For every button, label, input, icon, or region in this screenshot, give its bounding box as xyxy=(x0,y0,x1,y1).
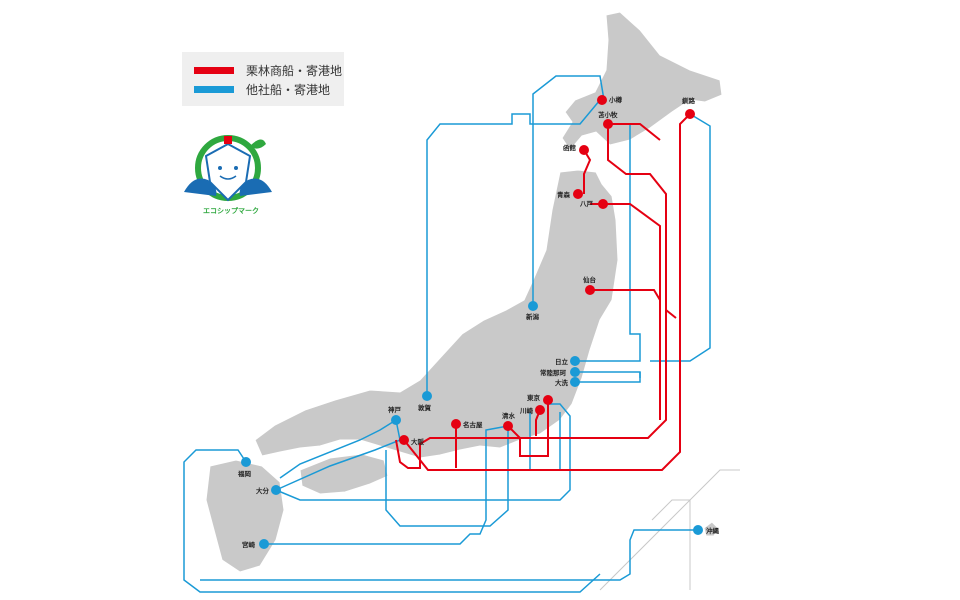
port-kobe-marker[interactable] xyxy=(391,415,401,425)
port-aomori-marker[interactable] xyxy=(573,189,583,199)
port-label-kobe: 神戸 xyxy=(388,405,402,414)
eco-wave-left xyxy=(184,178,217,196)
route-hitachinaka xyxy=(575,371,641,378)
eco-mark-label: エコシップマーク xyxy=(203,207,259,215)
port-okinawa-marker[interactable] xyxy=(693,525,703,535)
honshu xyxy=(254,169,619,459)
port-osaka-marker[interactable] xyxy=(399,435,409,445)
port-labels: 小樽 釧路 苫小牧 函館 青森 八戸 仙台 新潟 日立 常陸那珂 大洗 東京 川… xyxy=(237,95,720,549)
eco-wave-right xyxy=(239,178,272,196)
port-label-fukuoka: 福岡 xyxy=(237,469,252,478)
port-shimizu-marker[interactable] xyxy=(503,421,513,431)
route-kobe-oita xyxy=(275,419,401,491)
port-label-tomakomai: 苫小牧 xyxy=(598,110,618,119)
port-label-tokyo: 東京 xyxy=(527,393,541,402)
port-label-hakodate: 函館 xyxy=(563,143,577,152)
port-sendai-marker[interactable] xyxy=(585,285,595,295)
route-hachinohe xyxy=(590,203,661,420)
port-fukuoka-marker[interactable] xyxy=(241,457,251,467)
port-label-kushiro: 釧路 xyxy=(681,96,696,105)
port-otaru-marker[interactable] xyxy=(597,95,607,105)
port-tokyo-marker[interactable] xyxy=(543,395,553,405)
route-legend: 栗林商船・寄港地 他社船・寄港地 xyxy=(182,52,344,106)
port-kushiro-marker[interactable] xyxy=(685,109,695,119)
route-kobe-fukuoka xyxy=(279,419,397,479)
port-oarai-marker[interactable] xyxy=(570,377,580,387)
route-niigata-otaru xyxy=(532,75,605,306)
shikoku xyxy=(299,453,389,495)
land-masses xyxy=(205,11,723,573)
own-ports xyxy=(399,95,695,445)
route-shimizu xyxy=(507,404,549,457)
port-label-osaka: 大阪 xyxy=(411,437,425,446)
route-sendai-branch xyxy=(665,309,677,319)
port-label-hitachi: 日立 xyxy=(555,357,569,366)
port-label-otaru: 小樽 xyxy=(608,95,623,104)
route-sendai xyxy=(590,289,661,301)
okinawa-island xyxy=(703,521,719,537)
route-tomakomai-south xyxy=(608,123,661,141)
port-label-hachinohe: 八戸 xyxy=(579,200,594,208)
port-tomakomai-marker[interactable] xyxy=(603,119,613,129)
legend-swatch-own xyxy=(194,66,234,74)
port-hakodate-marker[interactable] xyxy=(579,145,589,155)
legend-swatch-other xyxy=(194,85,234,93)
legend-label-other: 他社船・寄港地 xyxy=(246,82,331,97)
eco-ship-mark xyxy=(184,135,272,202)
other-company-routes xyxy=(183,75,711,593)
port-label-miyazaki: 宮崎 xyxy=(242,540,256,549)
eco-ship-smile xyxy=(219,175,237,180)
eco-ship-eye-left xyxy=(218,166,222,170)
eco-ship-eye-right xyxy=(234,166,238,170)
port-miyazaki-marker[interactable] xyxy=(259,539,269,549)
route-oarai xyxy=(575,372,641,383)
other-ports xyxy=(241,301,703,549)
route-fukuoka-outer xyxy=(183,449,601,593)
port-hitachinaka-marker[interactable] xyxy=(570,367,580,377)
port-label-tsuruga: 敦賀 xyxy=(418,403,432,412)
route-tsuruga-otaru xyxy=(426,99,601,396)
port-hachinohe-marker[interactable] xyxy=(598,199,608,209)
route-tomakomai-hachinohe xyxy=(395,124,667,469)
sea-boundary xyxy=(599,469,740,591)
route-kyushu-inner xyxy=(385,426,509,527)
eco-leaf-icon xyxy=(250,139,266,149)
port-label-hitachinaka: 常陸那珂 xyxy=(540,368,567,377)
port-label-shimizu: 清水 xyxy=(502,411,516,420)
eco-ship-chimney xyxy=(224,136,232,144)
port-label-nagoya: 名古屋 xyxy=(463,420,483,429)
legend-item-own: 栗林商船・寄港地 xyxy=(194,61,342,79)
port-label-aomori: 青森 xyxy=(557,190,571,199)
port-label-oarai: 大洗 xyxy=(555,378,569,387)
route-okinawa xyxy=(200,529,698,581)
port-oita-marker[interactable] xyxy=(271,485,281,495)
port-nagoya-marker[interactable] xyxy=(451,419,461,429)
route-hakodate-aomori xyxy=(583,149,592,194)
port-tsuruga-marker[interactable] xyxy=(422,391,432,401)
route-kushiro-main xyxy=(403,113,691,471)
legend-item-other: 他社船・寄港地 xyxy=(194,80,330,98)
own-routes xyxy=(395,113,691,471)
port-hitachi-marker[interactable] xyxy=(570,356,580,366)
port-label-oita: 大分 xyxy=(256,486,270,495)
port-label-niigata: 新潟 xyxy=(526,312,540,321)
hokkaido xyxy=(561,11,723,151)
legend-label-own: 栗林商船・寄港地 xyxy=(246,63,343,78)
port-label-kawasaki: 川崎 xyxy=(519,406,534,415)
port-label-okinawa: 沖縄 xyxy=(706,526,720,535)
route-miyazaki xyxy=(264,425,509,545)
route-oita-east xyxy=(275,403,571,501)
route-kushiro-hitachi xyxy=(650,113,711,362)
port-kawasaki-marker[interactable] xyxy=(535,405,545,415)
port-label-sendai: 仙台 xyxy=(583,275,597,284)
port-niigata-marker[interactable] xyxy=(528,301,538,311)
